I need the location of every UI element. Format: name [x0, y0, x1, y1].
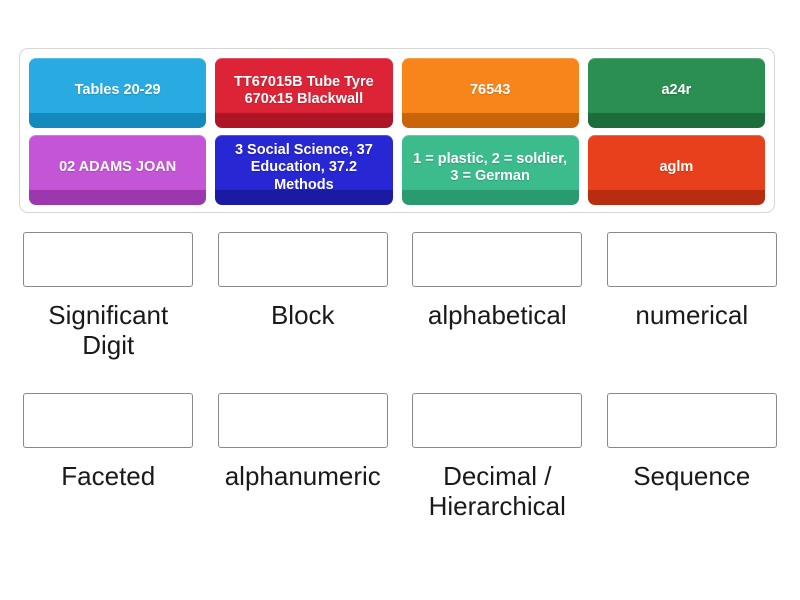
answer-label: Block	[270, 300, 335, 330]
tile-label: 76543	[469, 82, 511, 99]
answer-label: alphabetical	[427, 300, 567, 330]
drop-zone[interactable]	[606, 392, 777, 448]
tile-label: a24r	[661, 82, 692, 99]
tile-bank-container: Tables 20-29 TT67015B Tube Tyre 670x15 B…	[19, 48, 775, 213]
tile-label: TT67015B Tube Tyre 670x15 Blackwall	[234, 73, 374, 107]
answer-label: Faceted	[61, 460, 156, 491]
answer-cell: numerical	[603, 232, 782, 361]
answer-cell: Sequence	[603, 392, 782, 522]
draggable-tile[interactable]: 02 ADAMS JOAN	[29, 135, 207, 205]
drop-zone[interactable]	[23, 232, 194, 287]
drop-zone[interactable]	[23, 392, 194, 448]
drop-zone[interactable]	[606, 232, 777, 287]
answer-label: alphanumeric	[224, 460, 381, 491]
tile-label: 02 ADAMS JOAN	[59, 159, 177, 176]
answer-cell: Faceted	[19, 392, 198, 522]
answer-cell: alphabetical	[408, 232, 587, 361]
tile-row-2: 02 ADAMS JOAN 3 Social Science, 37 Educa…	[29, 135, 765, 205]
tile-label: Tables 20-29	[74, 82, 161, 99]
answer-cell: Block	[214, 232, 393, 361]
answer-label: Significant Digit	[48, 300, 169, 361]
tile-label: aglm	[659, 159, 694, 176]
tile-label: 1 = plastic, 2 = soldier, 3 = German	[413, 150, 568, 184]
answer-cell: Significant Digit	[19, 232, 198, 361]
draggable-tile[interactable]: a24r	[587, 58, 765, 128]
answer-row-1: Significant Digit Block alphabetical num…	[19, 232, 781, 361]
draggable-tile[interactable]: 3 Social Science, 37 Education, 37.2 Met…	[215, 135, 393, 205]
drop-zone[interactable]	[217, 392, 388, 448]
answer-label: Decimal / Hierarchical	[428, 460, 566, 522]
draggable-tile[interactable]: TT67015B Tube Tyre 670x15 Blackwall	[215, 58, 393, 128]
answer-cell: Decimal / Hierarchical	[408, 392, 587, 522]
drop-zone[interactable]	[412, 392, 583, 448]
answer-label: numerical	[635, 300, 749, 330]
draggable-tile[interactable]: 1 = plastic, 2 = soldier, 3 = German	[401, 135, 579, 205]
tile-label: 3 Social Science, 37 Education, 37.2 Met…	[234, 142, 373, 193]
draggable-tile[interactable]: aglm	[587, 135, 765, 205]
answer-grid: Significant Digit Block alphabetical num…	[19, 232, 781, 522]
answer-row-2: Faceted alphanumeric Decimal / Hierarchi…	[19, 392, 782, 522]
drop-zone[interactable]	[217, 232, 388, 287]
draggable-tile[interactable]: 76543	[401, 58, 579, 128]
tile-row-1: Tables 20-29 TT67015B Tube Tyre 670x15 B…	[29, 58, 765, 128]
answer-cell: alphanumeric	[214, 392, 393, 522]
draggable-tile[interactable]: Tables 20-29	[29, 58, 207, 128]
drop-zone[interactable]	[412, 232, 583, 287]
answer-label: Sequence	[633, 460, 751, 491]
